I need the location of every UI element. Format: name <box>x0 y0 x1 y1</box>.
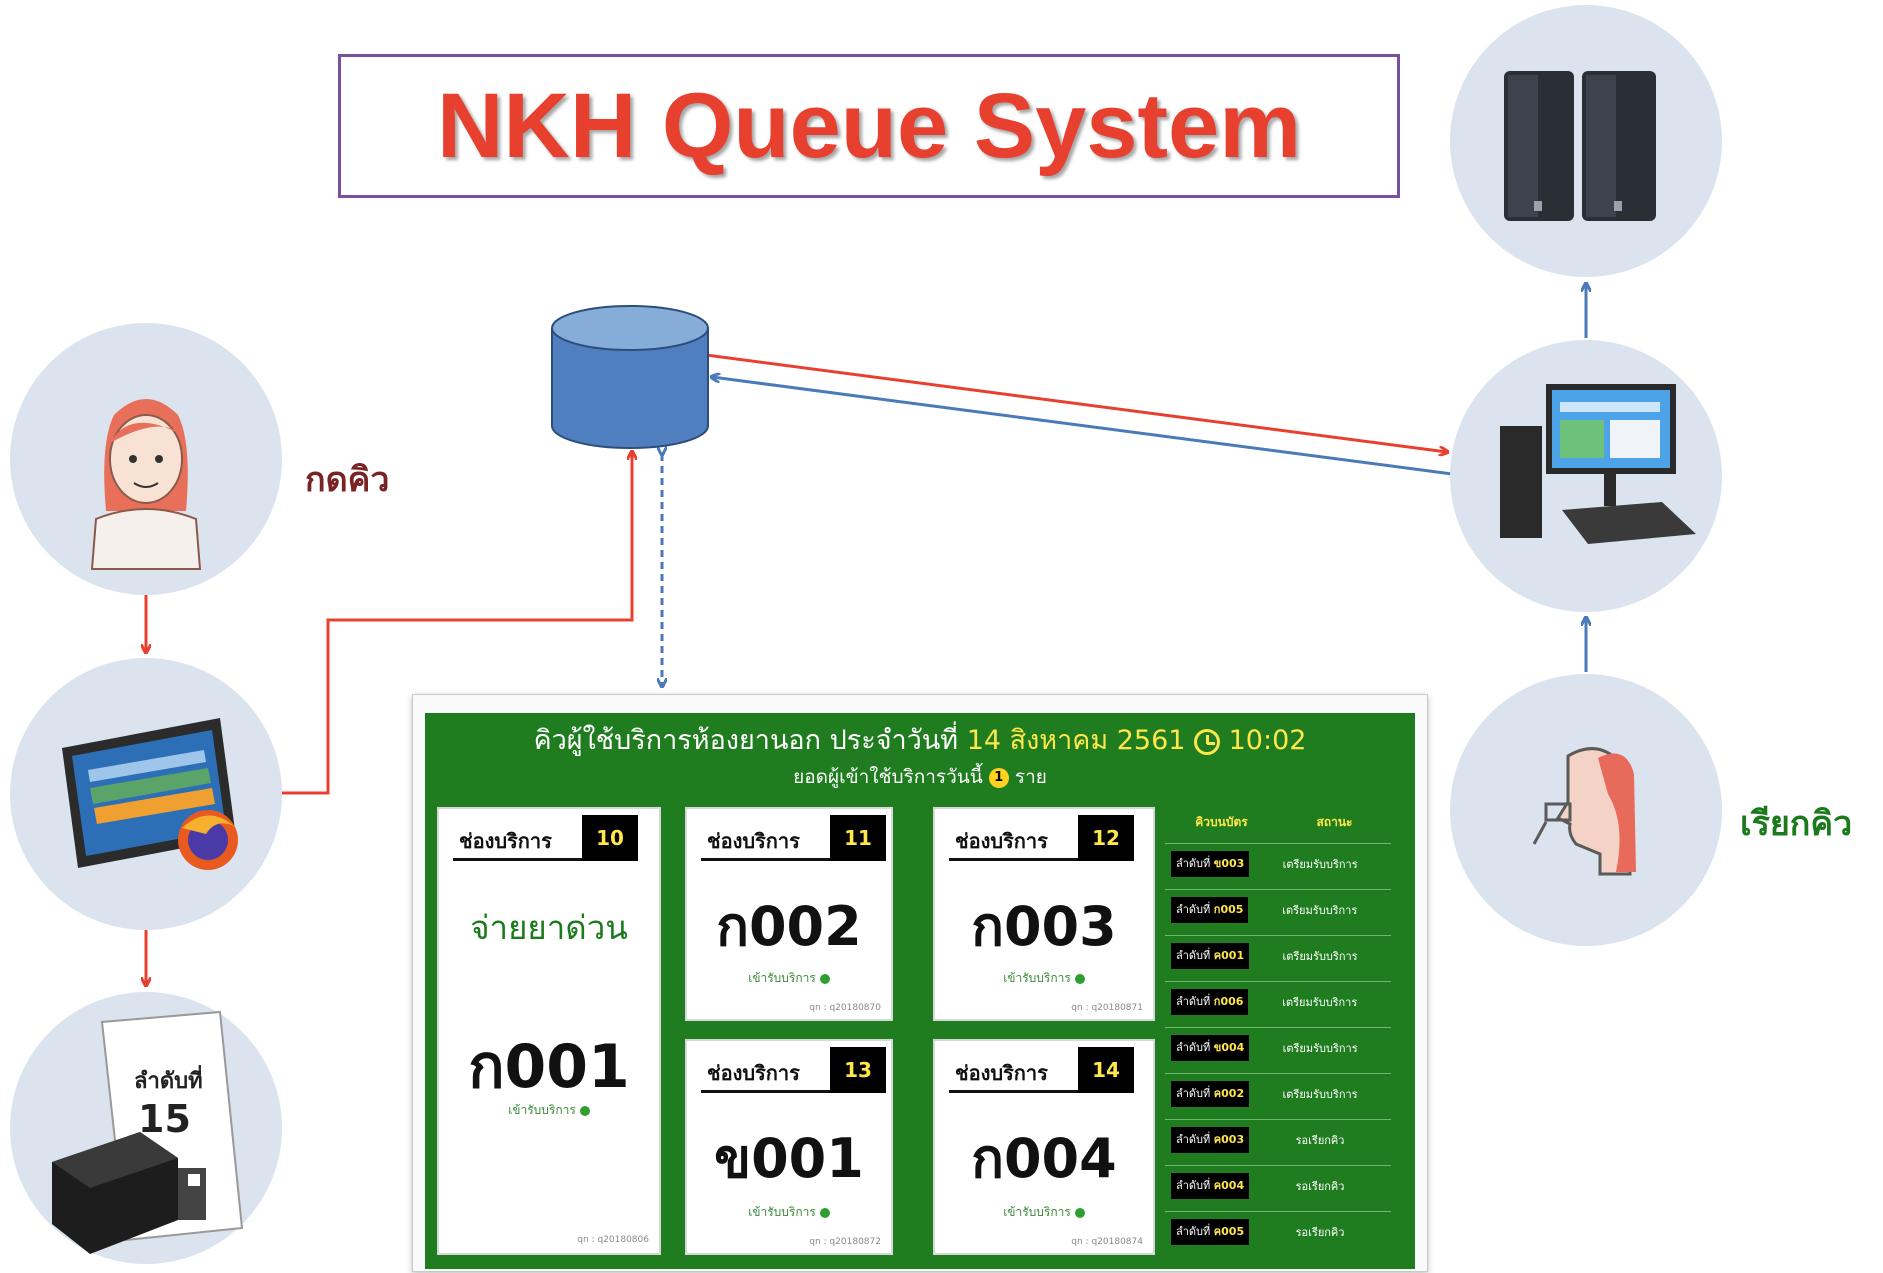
status-cell: รอเรียกคิว <box>1295 1180 1345 1193</box>
counter-label: ช่องบริการ <box>707 829 800 853</box>
dashboard-subtitle: ยอดผู้เข้าใช้บริการวันนี้ <box>793 766 983 788</box>
column-header-status: สถานะ <box>1316 815 1353 829</box>
status-dot-icon <box>819 1207 830 1218</box>
counter-queue-number: ก002 <box>716 895 862 958</box>
ticket-cell: ลำดับที่ ก006 <box>1171 989 1249 1015</box>
ticket-cell: ลำดับที่ ค001 <box>1171 943 1250 969</box>
counter-number: 13 <box>830 1047 886 1093</box>
counter-ref: qn : q20180874 <box>1071 1237 1143 1247</box>
service-status: เข้ารับบริการ <box>935 1203 1153 1222</box>
column-header-ticket: คิวบนบัตร <box>1195 815 1248 829</box>
status-cell: เตรียมรับบริการ <box>1282 858 1358 871</box>
table-row: ลำดับที่ ก005 เตรียมรับบริการ <box>1165 889 1391 930</box>
tablet-kiosk-icon <box>10 658 282 930</box>
counter-number: 10 <box>582 815 638 861</box>
service-status: เข้ารับบริการ <box>439 1101 659 1120</box>
ticket-cell: ลำดับที่ ค003 <box>1171 1127 1250 1153</box>
call-queue-label: เรียกคิว <box>1740 804 1853 844</box>
table-row: ลำดับที่ ข003 เตรียมรับบริการ <box>1165 843 1391 884</box>
status-cell: รอเรียกคิว <box>1295 1134 1345 1147</box>
counter-ref: qn : q20180870 <box>809 1003 881 1013</box>
database-icon <box>551 305 709 449</box>
person-icon <box>10 323 282 595</box>
counter-note: จ่ายยาด่วน <box>470 908 628 947</box>
counter-number: 14 <box>1078 1047 1134 1093</box>
ticket-number: 15 <box>138 1097 191 1141</box>
service-status: เข้ารับบริการ <box>935 969 1153 988</box>
queue-table: คิวบนบัตร สถานะ ลำดับที่ ข003 เตรียมรับบร… <box>1165 807 1391 1257</box>
ticket-cell: ลำดับที่ ข003 <box>1171 851 1250 877</box>
ticket-cell: ลำดับที่ ค002 <box>1171 1081 1250 1107</box>
status-cell: เตรียมรับบริการ <box>1282 1042 1358 1055</box>
counter-label: ช่องบริการ <box>707 1061 800 1085</box>
table-row: ลำดับที่ ค002 เตรียมรับบริการ <box>1165 1073 1391 1114</box>
table-row: ลำดับที่ ก006 เตรียมรับบริการ <box>1165 981 1391 1022</box>
dashboard-date: 14 สิงหาคม 2561 <box>966 725 1186 756</box>
diagram-title: NKH Queue System <box>436 74 1302 177</box>
press-queue-label: กดคิว <box>305 460 390 500</box>
status-dot-icon <box>579 1105 590 1116</box>
ticket-cell: ลำดับที่ ข004 <box>1171 1035 1250 1061</box>
counter-panel-12: ช่องบริการ 12 ก003 เข้ารับบริการ qn : q2… <box>933 807 1155 1021</box>
counter-number: 11 <box>830 815 886 861</box>
service-status: เข้ารับบริการ <box>687 969 891 988</box>
dashboard-subtitle-unit: ราย <box>1014 766 1047 788</box>
status-dot-icon <box>1074 973 1085 984</box>
visitor-count-badge: 1 <box>988 767 1009 788</box>
dashboard-panel: คิวผู้ใช้บริการห้องยานอก ประจำวันที่ 14 … <box>425 713 1415 1269</box>
counter-panel-11: ช่องบริการ 11 ก002 เข้ารับบริการ qn : q2… <box>685 807 893 1021</box>
dashboard-header: คิวผู้ใช้บริการห้องยานอก ประจำวันที่ 14 … <box>425 721 1415 791</box>
table-row: ลำดับที่ ค001 เตรียมรับบริการ <box>1165 935 1391 976</box>
ticket-label: ลำดับที่ <box>134 1064 203 1094</box>
status-cell: เตรียมรับบริการ <box>1282 904 1358 917</box>
status-dot-icon <box>1074 1207 1085 1218</box>
ticket-cell: ลำดับที่ ค005 <box>1171 1219 1250 1245</box>
counter-panel-10: ช่องบริการ 10 จ่ายยาด่วน ก001 เข้ารับบริ… <box>437 807 661 1255</box>
counter-ref: qn : q20180806 <box>577 1235 649 1245</box>
arrow-tablet-to-database <box>282 452 632 795</box>
table-row: ลำดับที่ ข004 เตรียมรับบริการ <box>1165 1027 1391 1068</box>
counter-label: ช่องบริการ <box>459 829 552 853</box>
queue-dashboard: คิวผู้ใช้บริการห้องยานอก ประจำวันที่ 14 … <box>412 694 1428 1272</box>
counter-queue-number: ก004 <box>971 1127 1117 1190</box>
counter-ref: qn : q20180871 <box>1071 1003 1143 1013</box>
counter-queue-number: ก003 <box>971 895 1117 958</box>
status-dot-icon <box>819 973 830 984</box>
counter-label: ช่องบริการ <box>955 1061 1048 1085</box>
caller-person-icon <box>1450 674 1722 946</box>
counter-label: ช่องบริการ <box>955 829 1048 853</box>
status-cell: เตรียมรับบริการ <box>1282 996 1358 1009</box>
speakers-icon <box>1450 5 1722 277</box>
title-box: NKH Queue System <box>338 54 1400 198</box>
status-cell: รอเรียกคิว <box>1295 1226 1345 1239</box>
arrow-database-to-computer <box>705 353 1447 452</box>
queue-table-header: คิวบนบัตร สถานะ <box>1165 807 1391 843</box>
table-row: ลำดับที่ ค005 รอเรียกคิว <box>1165 1211 1391 1252</box>
desktop-computer-icon <box>1450 340 1722 612</box>
counter-queue-number: ข001 <box>714 1127 864 1190</box>
arrow-computer-to-database <box>712 377 1453 476</box>
ticket-cell: ลำดับที่ ก005 <box>1171 897 1249 923</box>
counter-panel-13: ช่องบริการ 13 ข001 เข้ารับบริการ qn : q2… <box>685 1039 893 1255</box>
ticket-printer-icon: ลำดับที่ 15 <box>10 992 282 1264</box>
counter-queue-number: ก001 <box>468 1032 630 1102</box>
table-row: ลำดับที่ ค004 รอเรียกคิว <box>1165 1165 1391 1206</box>
dashboard-time: 10:02 <box>1228 725 1307 756</box>
counter-ref: qn : q20180872 <box>809 1237 881 1247</box>
dashboard-title: คิวผู้ใช้บริการห้องยานอก ประจำวันที่ <box>533 725 959 756</box>
status-cell: เตรียมรับบริการ <box>1282 950 1358 963</box>
counter-number: 12 <box>1078 815 1134 861</box>
table-row: ลำดับที่ ค003 รอเรียกคิว <box>1165 1119 1391 1160</box>
status-cell: เตรียมรับบริการ <box>1282 1088 1358 1101</box>
clock-icon <box>1194 728 1221 755</box>
counter-panel-14: ช่องบริการ 14 ก004 เข้ารับบริการ qn : q2… <box>933 1039 1155 1255</box>
service-status: เข้ารับบริการ <box>687 1203 891 1222</box>
ticket-cell: ลำดับที่ ค004 <box>1171 1173 1250 1199</box>
